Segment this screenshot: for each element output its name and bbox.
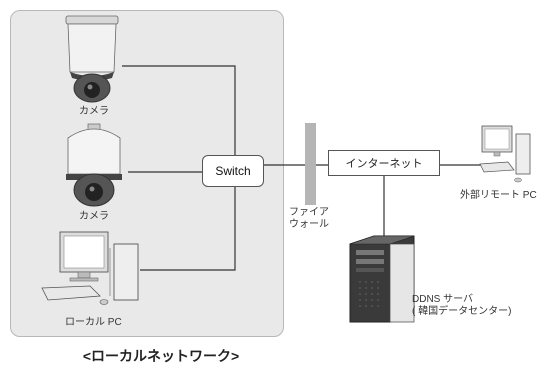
ddns-server-label: DDNS サーバ ( 韓国データセンター) xyxy=(412,294,512,317)
camera-icon xyxy=(66,123,122,207)
local-pc-label: ローカル PC xyxy=(65,317,122,328)
internet-node: インターネット xyxy=(328,150,440,176)
remote-pc-icon xyxy=(479,125,531,183)
camera-label-1: カメラ xyxy=(79,106,109,117)
local-pc-icon xyxy=(41,231,139,305)
firewall-label: ファイア ウォール xyxy=(289,207,329,230)
server-icon xyxy=(349,235,415,323)
diagram-caption: <ローカルネットワーク> xyxy=(82,348,240,364)
switch-node: Switch xyxy=(202,155,264,187)
firewall-icon xyxy=(305,123,316,205)
remote-pc-label: 外部リモート PC xyxy=(460,190,537,201)
camera-icon xyxy=(65,15,119,103)
camera-label-2: カメラ xyxy=(79,211,109,222)
